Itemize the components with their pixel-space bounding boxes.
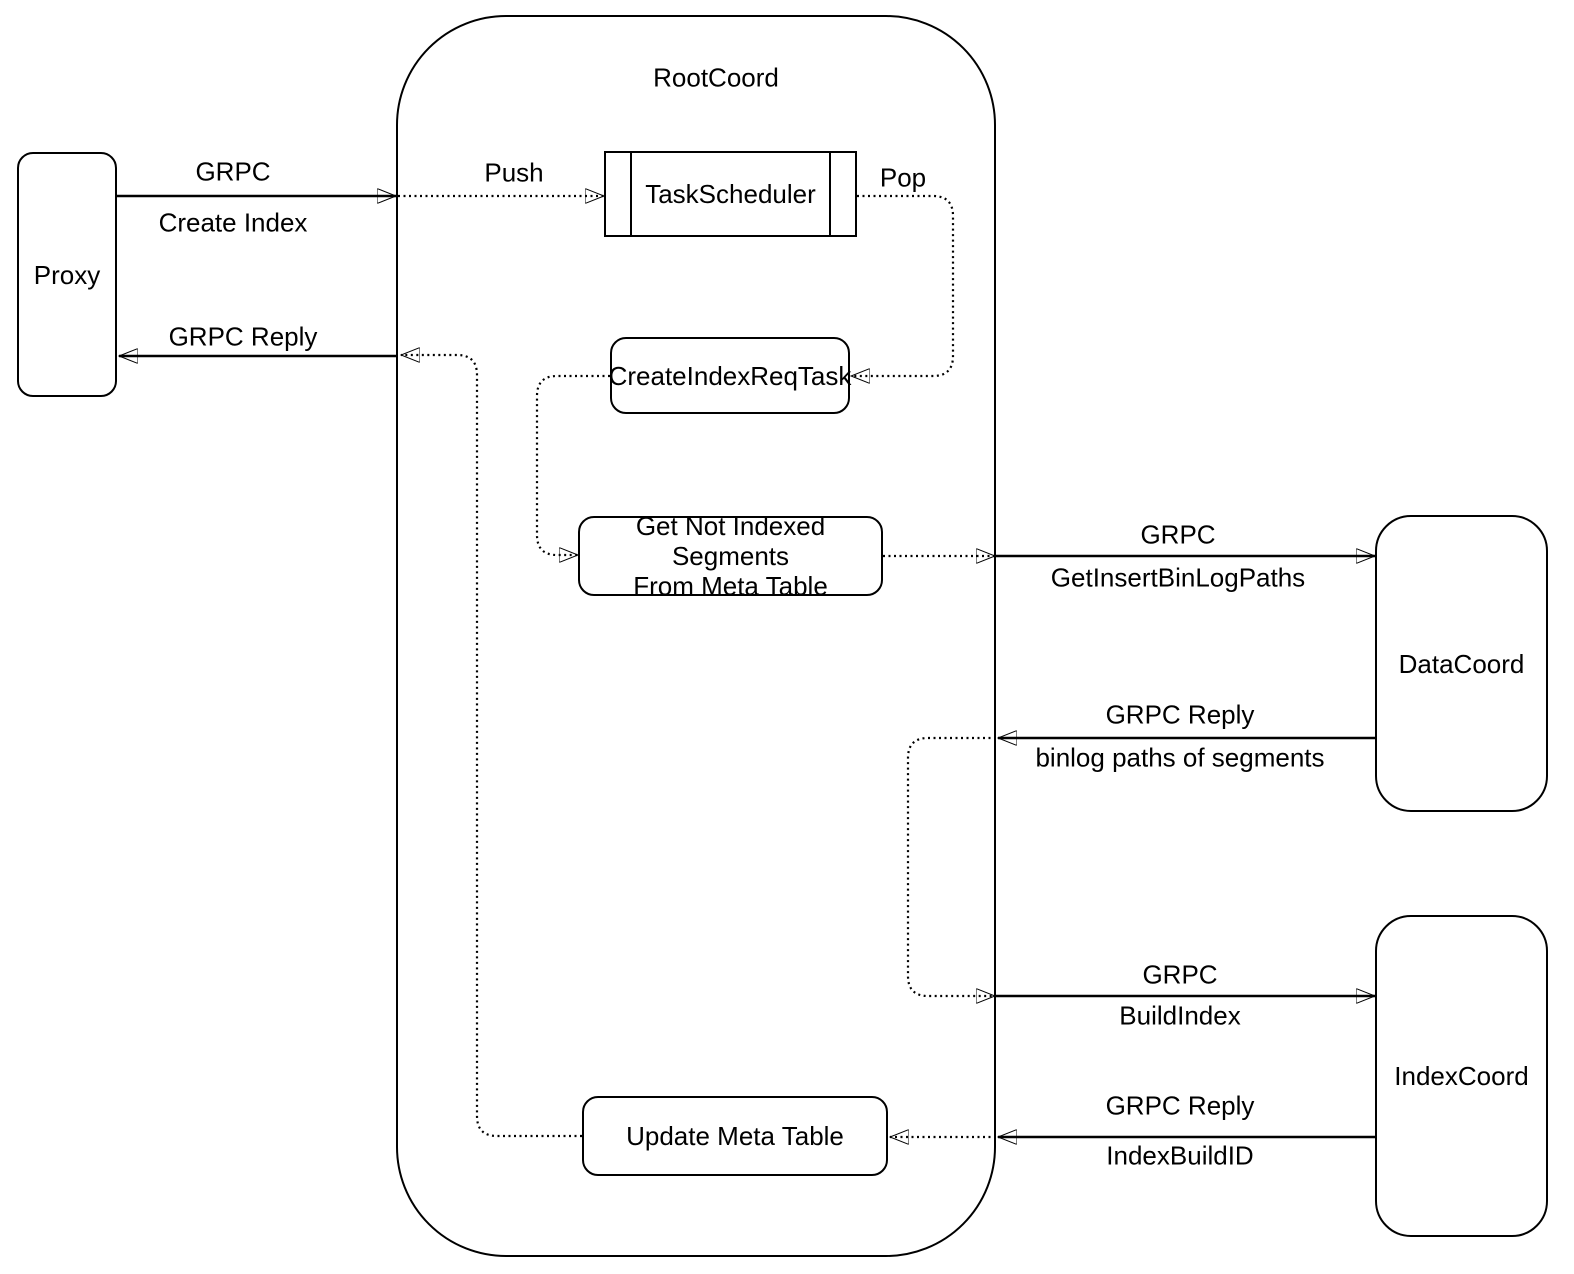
node-get-not-indexed-line2: From Meta Table: [633, 571, 828, 601]
label-grpc-reply-binlog-2: binlog paths of segments: [1031, 742, 1329, 774]
label-push: Push: [480, 157, 548, 189]
label-grpc-reply-indexbuild-2: IndexBuildID: [1102, 1140, 1258, 1172]
queue-bar-right: [829, 153, 831, 235]
label-grpc-getinsert-2: GetInsertBinLogPaths: [1046, 562, 1310, 594]
node-update-meta-table: Update Meta Table: [582, 1096, 888, 1176]
node-update-meta-table-label: Update Meta Table: [626, 1121, 844, 1151]
node-proxy-label: Proxy: [33, 259, 101, 290]
edge-reply-loop: [906, 736, 996, 996]
label-grpc-buildindex-1: GRPC: [1138, 959, 1222, 991]
node-task-scheduler-label: TaskScheduler: [645, 179, 816, 209]
node-proxy: Proxy: [17, 152, 117, 397]
node-data-coord: DataCoord: [1375, 515, 1548, 812]
edge-pop: [851, 194, 955, 376]
node-data-coord-label: DataCoord: [1398, 648, 1525, 679]
label-grpc-reply-proxy: GRPC Reply: [164, 321, 322, 353]
label-grpc-reply-indexbuild-1: GRPC Reply: [1101, 1090, 1259, 1122]
label-grpc-getinsert-1: GRPC: [1136, 519, 1220, 551]
node-create-index-req-task-label: CreateIndexReqTask: [608, 360, 852, 391]
node-create-index-req-task: CreateIndexReqTask: [608, 337, 852, 414]
node-index-coord: IndexCoord: [1375, 915, 1548, 1237]
node-get-not-indexed-line1: Get Not Indexed Segments: [635, 511, 826, 571]
label-grpc-create-index-1: GRPC: [191, 156, 275, 188]
label-grpc-reply-binlog-1: GRPC Reply: [1101, 699, 1259, 731]
node-task-scheduler: TaskScheduler: [604, 151, 857, 237]
node-get-not-indexed-segments: Get Not Indexed Segments From Meta Table: [578, 511, 883, 601]
label-pop: Pop: [875, 162, 931, 194]
edge-task-to-segments: [535, 374, 610, 555]
node-root-coord-label: RootCoord: [653, 62, 779, 93]
node-index-coord-label: IndexCoord: [1394, 1061, 1529, 1091]
edge-update-meta-to-border: [401, 355, 582, 1138]
node-root-coord: [396, 15, 996, 1257]
label-grpc-create-index-2: Create Index: [154, 207, 312, 239]
queue-bar-left: [630, 153, 632, 235]
label-grpc-buildindex-2: BuildIndex: [1115, 1000, 1245, 1032]
